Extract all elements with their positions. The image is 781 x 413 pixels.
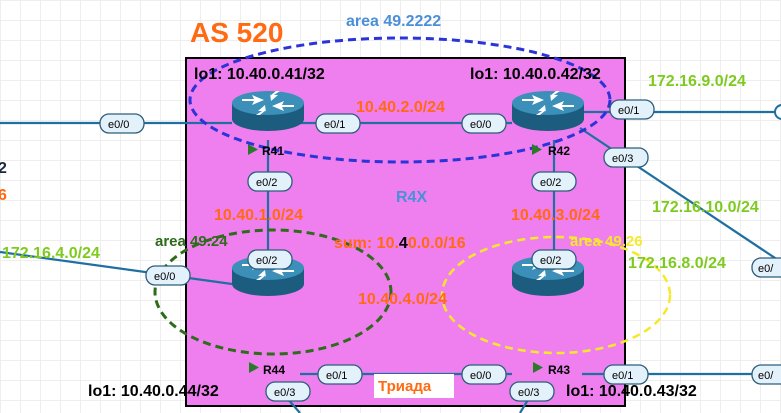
port-r43-e01[interactable]: e0/1 bbox=[603, 364, 649, 385]
port-r42-e03[interactable]: e0/3 bbox=[603, 147, 649, 168]
svg-text:e0/0: e0/0 bbox=[154, 271, 175, 283]
r42-name: R42 bbox=[548, 144, 570, 158]
r44-name: R44 bbox=[263, 363, 285, 377]
link-left-r44 bbox=[0, 250, 233, 286]
svg-text:e0/3: e0/3 bbox=[518, 387, 539, 399]
external-subnet-9: 172.16.9.0/24 bbox=[648, 73, 746, 90]
r43-status-icon bbox=[533, 362, 543, 373]
port-r41-e00[interactable]: e0/0 bbox=[99, 113, 145, 134]
svg-text:e0/0: e0/0 bbox=[470, 119, 491, 131]
port-r42-e01[interactable]: e0/1 bbox=[609, 99, 655, 120]
port-r41-e01[interactable]: e0/1 bbox=[315, 113, 361, 134]
subnet-r42-r43: 10.40.3.0/24 bbox=[511, 207, 600, 224]
r41-loopback: lo1: 10.40.0.41/32 bbox=[194, 66, 325, 83]
svg-text:e0/: e0/ bbox=[758, 370, 774, 382]
port-r42-e00[interactable]: e0/0 bbox=[461, 113, 507, 134]
area-left-ellipse bbox=[153, 228, 393, 356]
svg-text:e0/0: e0/0 bbox=[108, 119, 129, 131]
external-subnet-10: 172.16.10.0/24 bbox=[652, 199, 759, 216]
area-left-label: area 49.24 bbox=[155, 233, 228, 250]
subnet-r44-r43: 10.40.4.0/24 bbox=[358, 291, 447, 308]
external-subnet-4: 172.16.4.0/24 bbox=[2, 245, 100, 262]
svg-text:e0/2: e0/2 bbox=[256, 255, 277, 267]
svg-text:e0/3: e0/3 bbox=[612, 153, 633, 165]
port-r44-e00[interactable]: e0/0 bbox=[145, 265, 191, 286]
svg-text:e0/2: e0/2 bbox=[540, 255, 561, 267]
subnet-r41-r44: 10.40.1.0/24 bbox=[214, 207, 303, 224]
subnet-r41-r42: 10.40.2.0/24 bbox=[356, 99, 445, 116]
port-r44-e03[interactable]: e0/3 bbox=[265, 381, 311, 402]
zone-tag: Триада bbox=[378, 378, 432, 395]
router-r42[interactable] bbox=[512, 91, 584, 131]
port-remote-a[interactable]: e0/ bbox=[751, 257, 781, 278]
port-r44-e01[interactable]: e0/1 bbox=[317, 364, 363, 385]
svg-text:e0/0: e0/0 bbox=[470, 370, 491, 382]
area-right-ellipse bbox=[440, 235, 672, 355]
r42-status-icon bbox=[532, 144, 542, 155]
r44-status-icon bbox=[249, 362, 259, 373]
remote-node-edge bbox=[774, 104, 781, 120]
r41-name: R41 bbox=[262, 144, 284, 158]
area-main-ellipse bbox=[188, 36, 612, 164]
edge-fragment-red: 6 bbox=[0, 187, 7, 204]
external-subnet-8: 172.16.8.0/24 bbox=[628, 255, 726, 272]
as-label: AS 520 bbox=[190, 17, 283, 48]
port-r43-e02[interactable]: e0/2 bbox=[531, 249, 577, 270]
svg-text:e0/1: e0/1 bbox=[618, 105, 639, 117]
r43-name: R43 bbox=[548, 363, 570, 377]
r41-status-icon bbox=[248, 144, 258, 155]
svg-text:e0/2: e0/2 bbox=[540, 177, 561, 189]
svg-text:e0/1: e0/1 bbox=[324, 119, 345, 131]
edge-fragment-dark: 2 bbox=[0, 160, 7, 177]
svg-text:e0/: e0/ bbox=[758, 263, 774, 275]
router-r41[interactable] bbox=[232, 91, 304, 131]
svg-text:e0/2: e0/2 bbox=[256, 177, 277, 189]
r42-loopback: lo1: 10.40.0.42/32 bbox=[470, 66, 601, 83]
svg-text:e0/1: e0/1 bbox=[326, 370, 347, 382]
summary-label: sum: 10.40.0.0/16 bbox=[334, 235, 466, 252]
port-r42-e02[interactable]: e0/2 bbox=[531, 171, 577, 192]
zone-tag-box bbox=[374, 374, 454, 398]
area-right-label: area 49.26 bbox=[570, 233, 643, 250]
port-r44-e02[interactable]: e0/2 bbox=[247, 249, 293, 270]
zone-name: R4X bbox=[396, 189, 427, 206]
port-r41-e02[interactable]: e0/2 bbox=[247, 171, 293, 192]
port-remote-b[interactable]: e0/ bbox=[751, 364, 781, 385]
port-r43-e00[interactable]: e0/0 bbox=[461, 364, 507, 385]
area-main-label: area 49.2222 bbox=[346, 13, 441, 30]
svg-text:e0/3: e0/3 bbox=[274, 387, 295, 399]
r44-loopback: lo1: 10.40.0.44/32 bbox=[88, 383, 219, 400]
svg-text:e0/1: e0/1 bbox=[612, 370, 633, 382]
port-r43-e03[interactable]: e0/3 bbox=[509, 381, 555, 402]
r43-loopback: lo1: 10.40.0.43/32 bbox=[566, 383, 697, 400]
